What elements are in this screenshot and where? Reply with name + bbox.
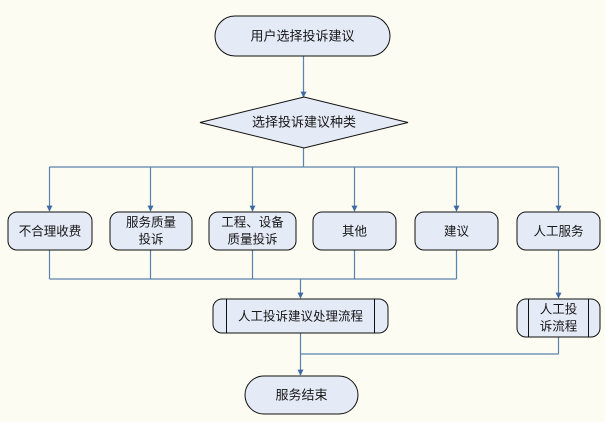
node-option-6-label: 人工服务: [533, 224, 583, 239]
node-option-3-label-line1: 工程、设备: [221, 215, 284, 230]
node-option-4-label: 其他: [342, 224, 368, 239]
node-option-suggestion[interactable]: 建议: [414, 211, 499, 251]
node-decision[interactable]: 选择投诉建议种类: [199, 96, 409, 149]
node-option-2-label-line2: 投诉: [138, 232, 163, 247]
node-option-engineering-equipment[interactable]: 工程、设备 质量投诉: [208, 211, 297, 251]
node-process-2-label-line1: 人工投: [540, 302, 578, 317]
node-start-label: 用户选择投诉建议: [250, 29, 354, 45]
node-end-label: 服务结束: [275, 388, 327, 404]
node-option-unreasonable-fee[interactable]: 不合理收费: [7, 211, 93, 251]
node-end[interactable]: 服务结束: [244, 375, 359, 415]
node-start[interactable]: 用户选择投诉建议: [214, 15, 391, 57]
node-decision-label: 选择投诉建议种类: [252, 115, 356, 131]
node-option-2-label-line1: 服务质量: [126, 215, 176, 230]
connector-layer: [46, 56, 562, 376]
node-process-manual-complaint-handling[interactable]: 人工投诉建议处理流程: [212, 298, 389, 334]
node-process-1-label: 人工投诉建议处理流程: [238, 309, 364, 324]
node-option-3-label-line2: 质量投诉: [227, 232, 277, 247]
node-option-service-quality[interactable]: 服务质量 投诉: [109, 211, 193, 251]
node-option-other[interactable]: 其他: [312, 211, 397, 251]
node-process-2-label-line2: 诉流程: [540, 319, 578, 334]
node-process-manual-complaint-flow[interactable]: 人工投 诉流程: [516, 298, 601, 338]
node-option-manual-service[interactable]: 人工服务: [516, 211, 601, 251]
node-option-1-label: 不合理收费: [19, 224, 82, 239]
node-option-5-label: 建议: [444, 224, 470, 239]
